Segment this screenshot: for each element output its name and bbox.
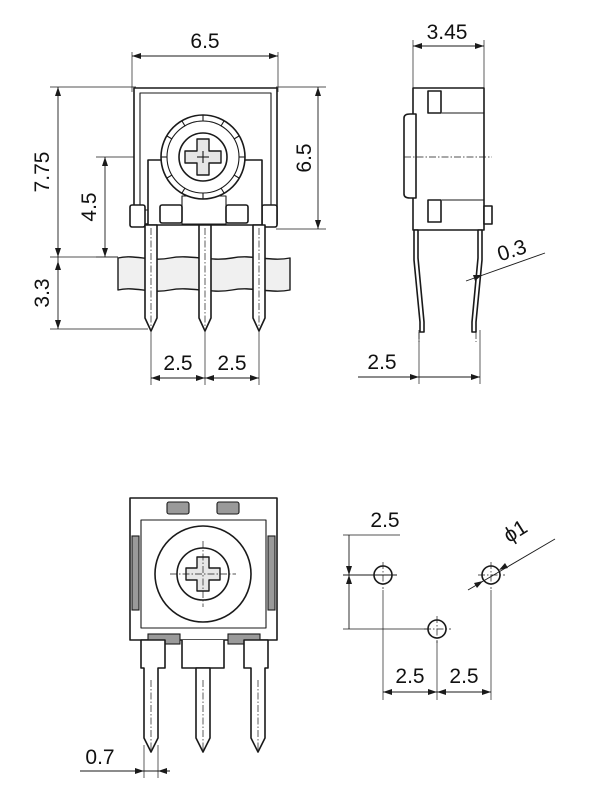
side-view: 3.45 0.3 2.5: [358, 21, 546, 384]
front-width-label: 6.5: [190, 30, 219, 53]
hole-pitch-right-label: 2.5: [449, 665, 478, 688]
front-total-height-label: 7.75: [31, 152, 54, 193]
pcb-hole-pattern: 2.5 ϕ1 2.5 2.5: [343, 509, 556, 700]
bottom-view: 0.7: [80, 497, 278, 778]
hole-pitch-left-label: 2.5: [395, 665, 424, 688]
front-pitch-right-label: 2.5: [217, 352, 246, 375]
hole-diameter-label: ϕ1: [500, 516, 532, 548]
front-view: 6.5 7.75 3.3 4.5 6.5 2.5 2.5: [31, 30, 326, 385]
hole-vertical-spacing-label: 2.5: [370, 509, 399, 532]
side-pin-offset-label: 2.5: [367, 351, 396, 374]
front-knob-height-label: 4.5: [78, 192, 101, 221]
bottom-pin-width-label: 0.7: [85, 746, 114, 769]
front-body-height-label: 6.5: [293, 143, 316, 172]
side-depth-label: 3.45: [427, 21, 468, 44]
side-pin-thickness-label: 0.3: [495, 235, 530, 266]
front-pin-length-label: 3.3: [31, 278, 54, 307]
front-pitch-left-label: 2.5: [163, 352, 192, 375]
